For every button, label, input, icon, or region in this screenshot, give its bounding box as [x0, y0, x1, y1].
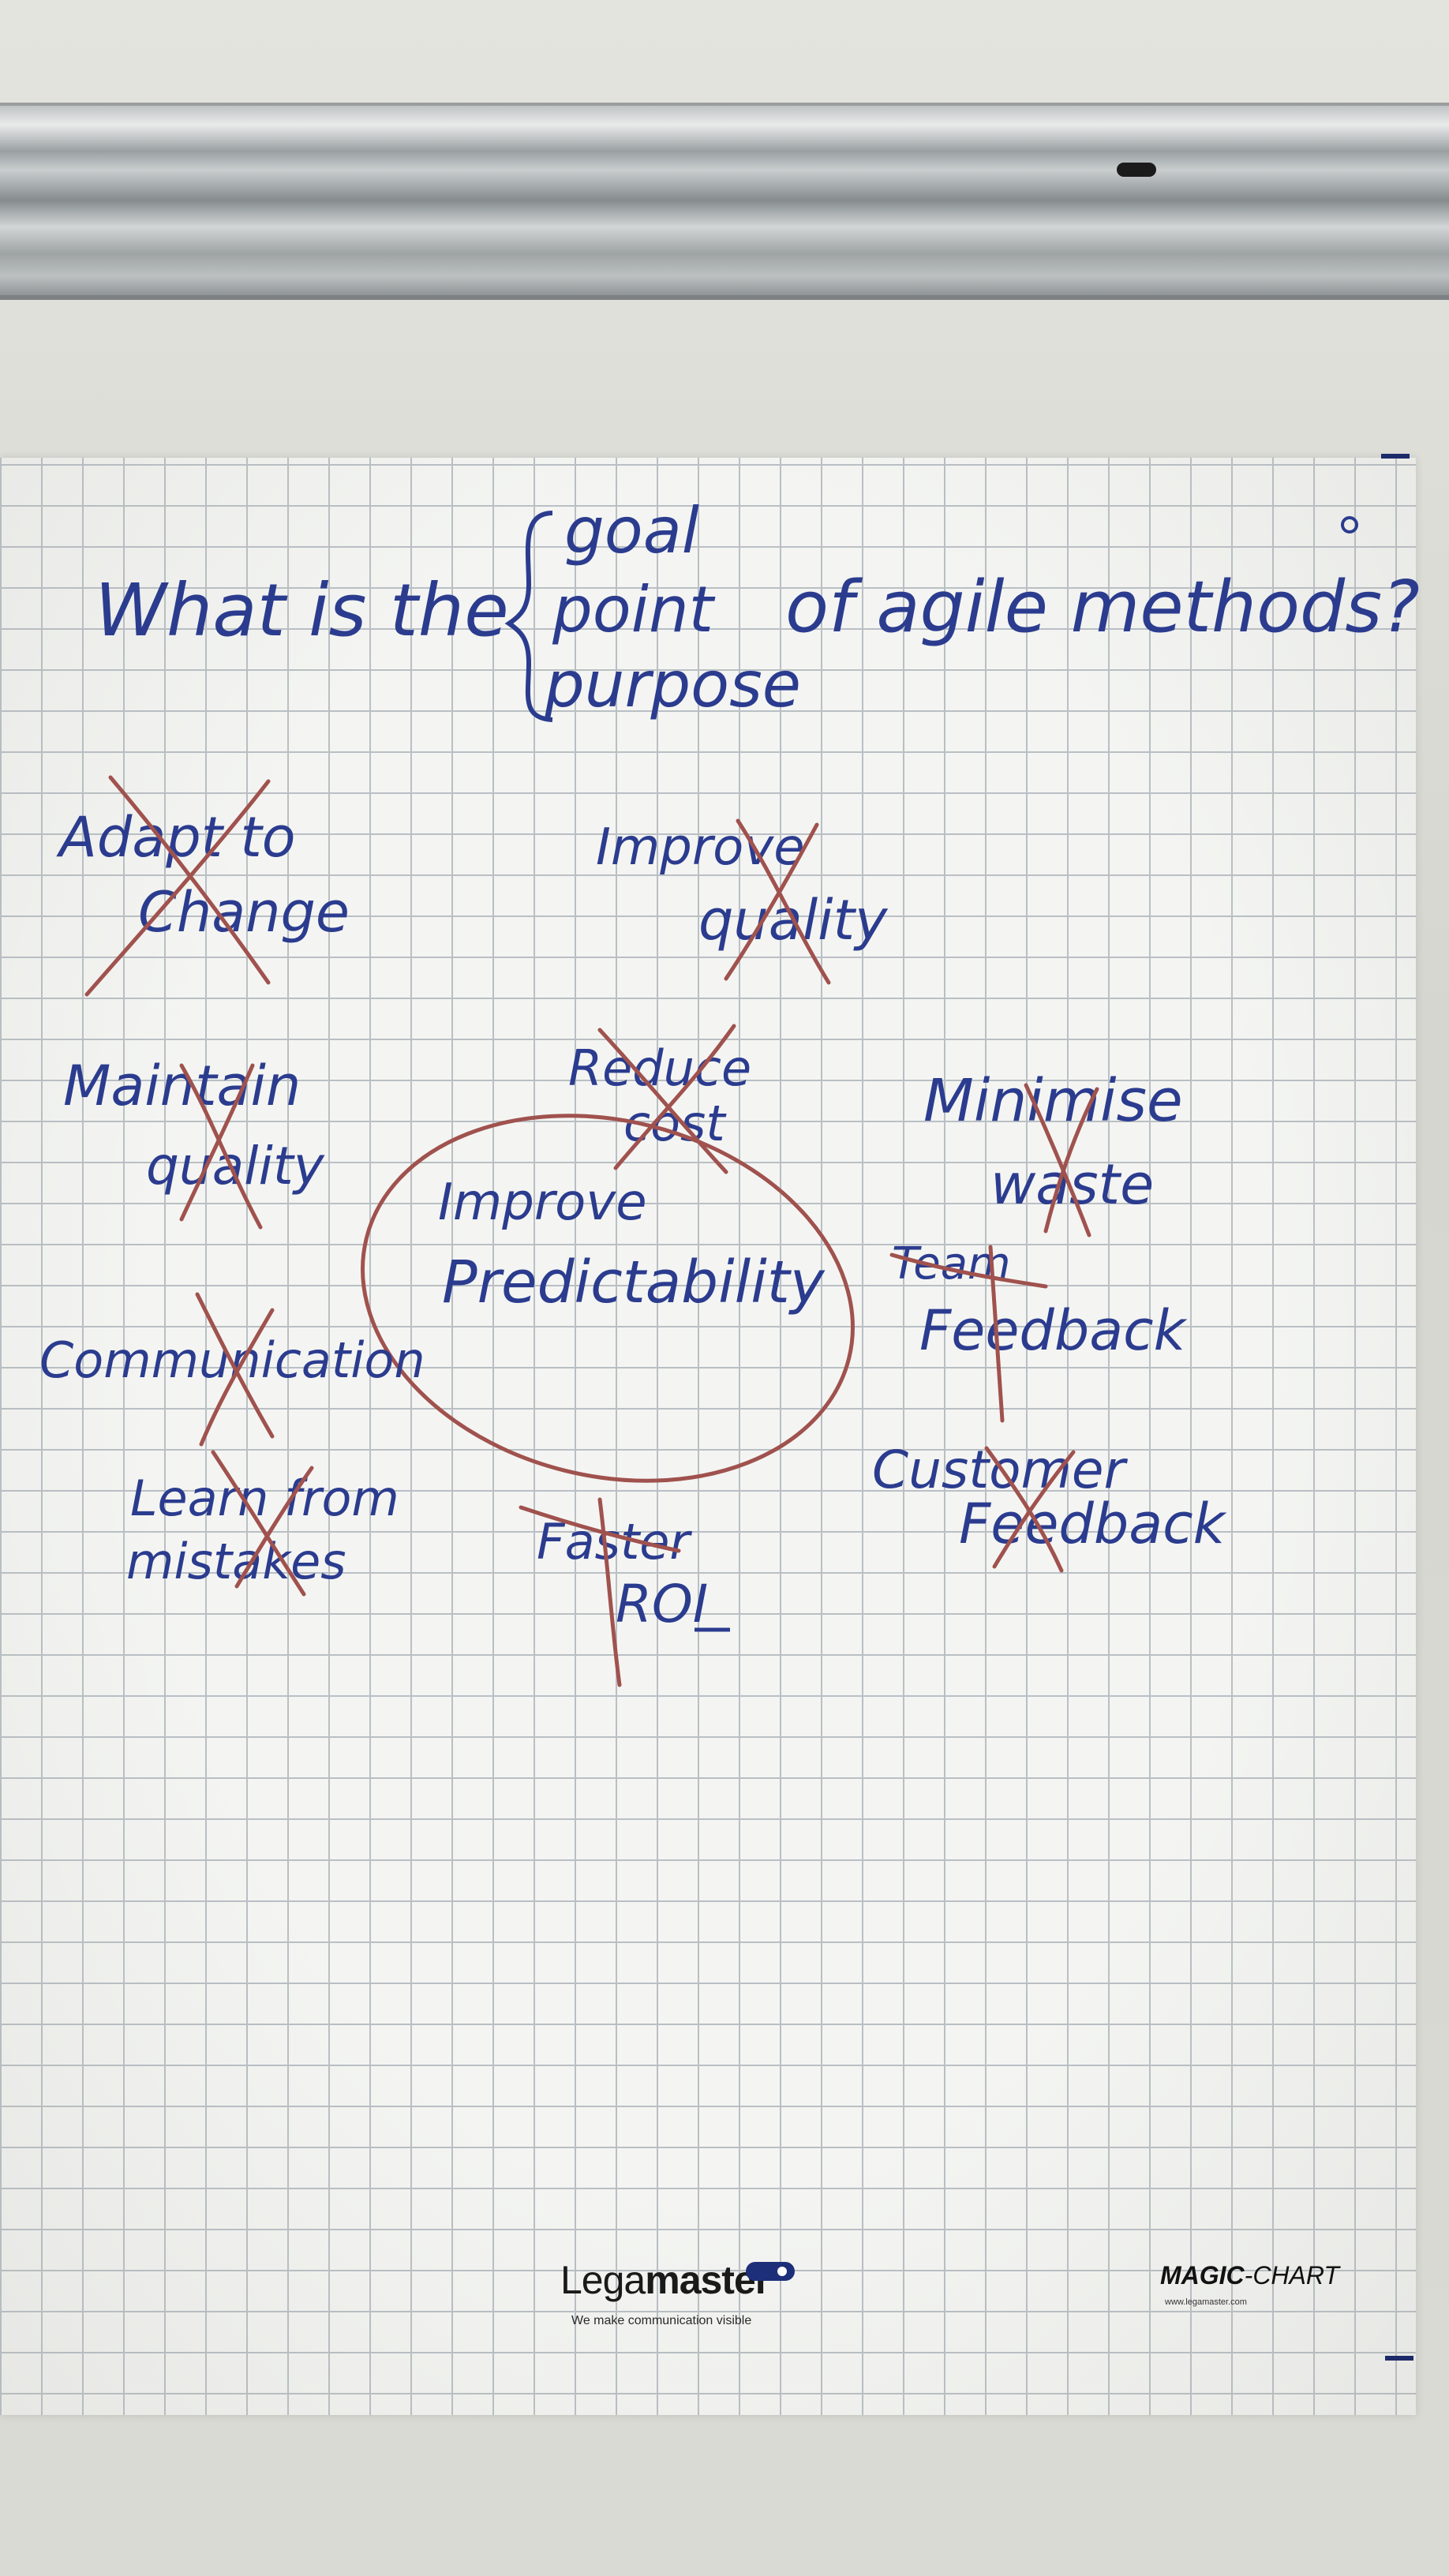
note-line: quality: [146, 1136, 325, 1196]
cross-stroke: [736, 818, 831, 985]
legamaster-logo: Legamaster We make communication visible: [560, 2257, 813, 2352]
note-line: Feedback: [959, 1492, 1227, 1556]
heading-option-2: point: [552, 573, 716, 646]
magic-chart-name: MAGIC-CHART: [1160, 2261, 1339, 2290]
heading-option-3: purpose: [544, 648, 801, 721]
cross-stroke: [519, 1505, 681, 1553]
brand-name: Legamaster: [560, 2258, 770, 2302]
cross-stroke: [889, 1252, 1048, 1289]
magic-chart-url: www.legamaster.com: [1165, 2297, 1247, 2307]
note-line: Improve: [438, 1174, 647, 1232]
flipchart-sheet: [0, 458, 1416, 2415]
note-predictability: Improve Predictability: [361, 1114, 855, 1483]
cross-stroke: [1043, 1087, 1099, 1234]
cross-stroke: [234, 1466, 314, 1589]
note-line: Predictability: [442, 1249, 826, 1316]
note-line: Learn from: [130, 1470, 399, 1527]
note-learn: Learn from mistakes: [126, 1450, 399, 1597]
note-communication: Communication: [39, 1292, 425, 1447]
cross-stroke: [199, 1308, 275, 1447]
note-line: Maintain: [63, 1054, 301, 1118]
highlight-circle: [361, 1114, 855, 1483]
magic-chart-logo: MAGIC-CHART www.legamaster.com: [1160, 2261, 1381, 2316]
heading-suffix: of agile methods?: [785, 566, 1420, 649]
heading-option-1: goal: [564, 494, 699, 567]
heading: What is the goal point purpose of agile …: [95, 494, 1420, 722]
note-reduce-cost: Reduce cost: [568, 1024, 751, 1174]
note-team-feedback: Team Feedback: [889, 1238, 1188, 1423]
brand-icon: [746, 2262, 795, 2281]
cross-stroke: [211, 1450, 306, 1597]
note-line: Reduce: [568, 1039, 751, 1097]
brand-tagline: We make communication visible: [571, 2314, 752, 2327]
cross-stroke: [613, 1024, 736, 1170]
cross-stroke: [992, 1450, 1076, 1569]
cross-stroke: [108, 775, 271, 985]
cross-stroke: [1024, 1083, 1091, 1237]
cross-stroke: [179, 1063, 263, 1230]
note-minimise-waste: Minimise waste: [923, 1067, 1183, 1237]
note-improve-quality: Improve quality: [596, 818, 889, 985]
sheet-marker-bottom: [1385, 2356, 1413, 2361]
note-line: waste: [990, 1152, 1154, 1217]
note-customer-feedback: Customer Feedback: [872, 1440, 1227, 1573]
flipchart-rail: [0, 103, 1449, 300]
sheet-shading: [0, 458, 1416, 2415]
heading-prefix: What is the: [95, 568, 509, 653]
sheet-marker-top: [1381, 454, 1410, 459]
cross-stroke: [84, 779, 271, 997]
note-line: mistakes: [126, 1533, 346, 1590]
cross-stroke: [597, 1497, 622, 1687]
note-line: Improve: [596, 818, 805, 877]
note-line: Minimise: [923, 1067, 1183, 1135]
cross-stroke: [988, 1245, 1005, 1423]
note-maintain-quality: Maintain quality: [63, 1054, 325, 1230]
rail-slot: [1117, 163, 1156, 177]
cross-stroke: [597, 1028, 728, 1174]
cross-stroke: [195, 1292, 275, 1439]
note-line: Feedback: [919, 1298, 1188, 1363]
note-adapt: Adapt to Change: [56, 775, 350, 997]
note-faster-roi: Faster ROI: [519, 1497, 730, 1687]
note-line: Change: [138, 880, 350, 945]
cross-stroke: [984, 1446, 1064, 1573]
doodle-circle: [1341, 516, 1358, 534]
cross-stroke: [724, 822, 819, 981]
note-line: ROI: [616, 1574, 708, 1634]
brace-mark: [504, 511, 553, 722]
cross-stroke: [179, 1063, 255, 1222]
